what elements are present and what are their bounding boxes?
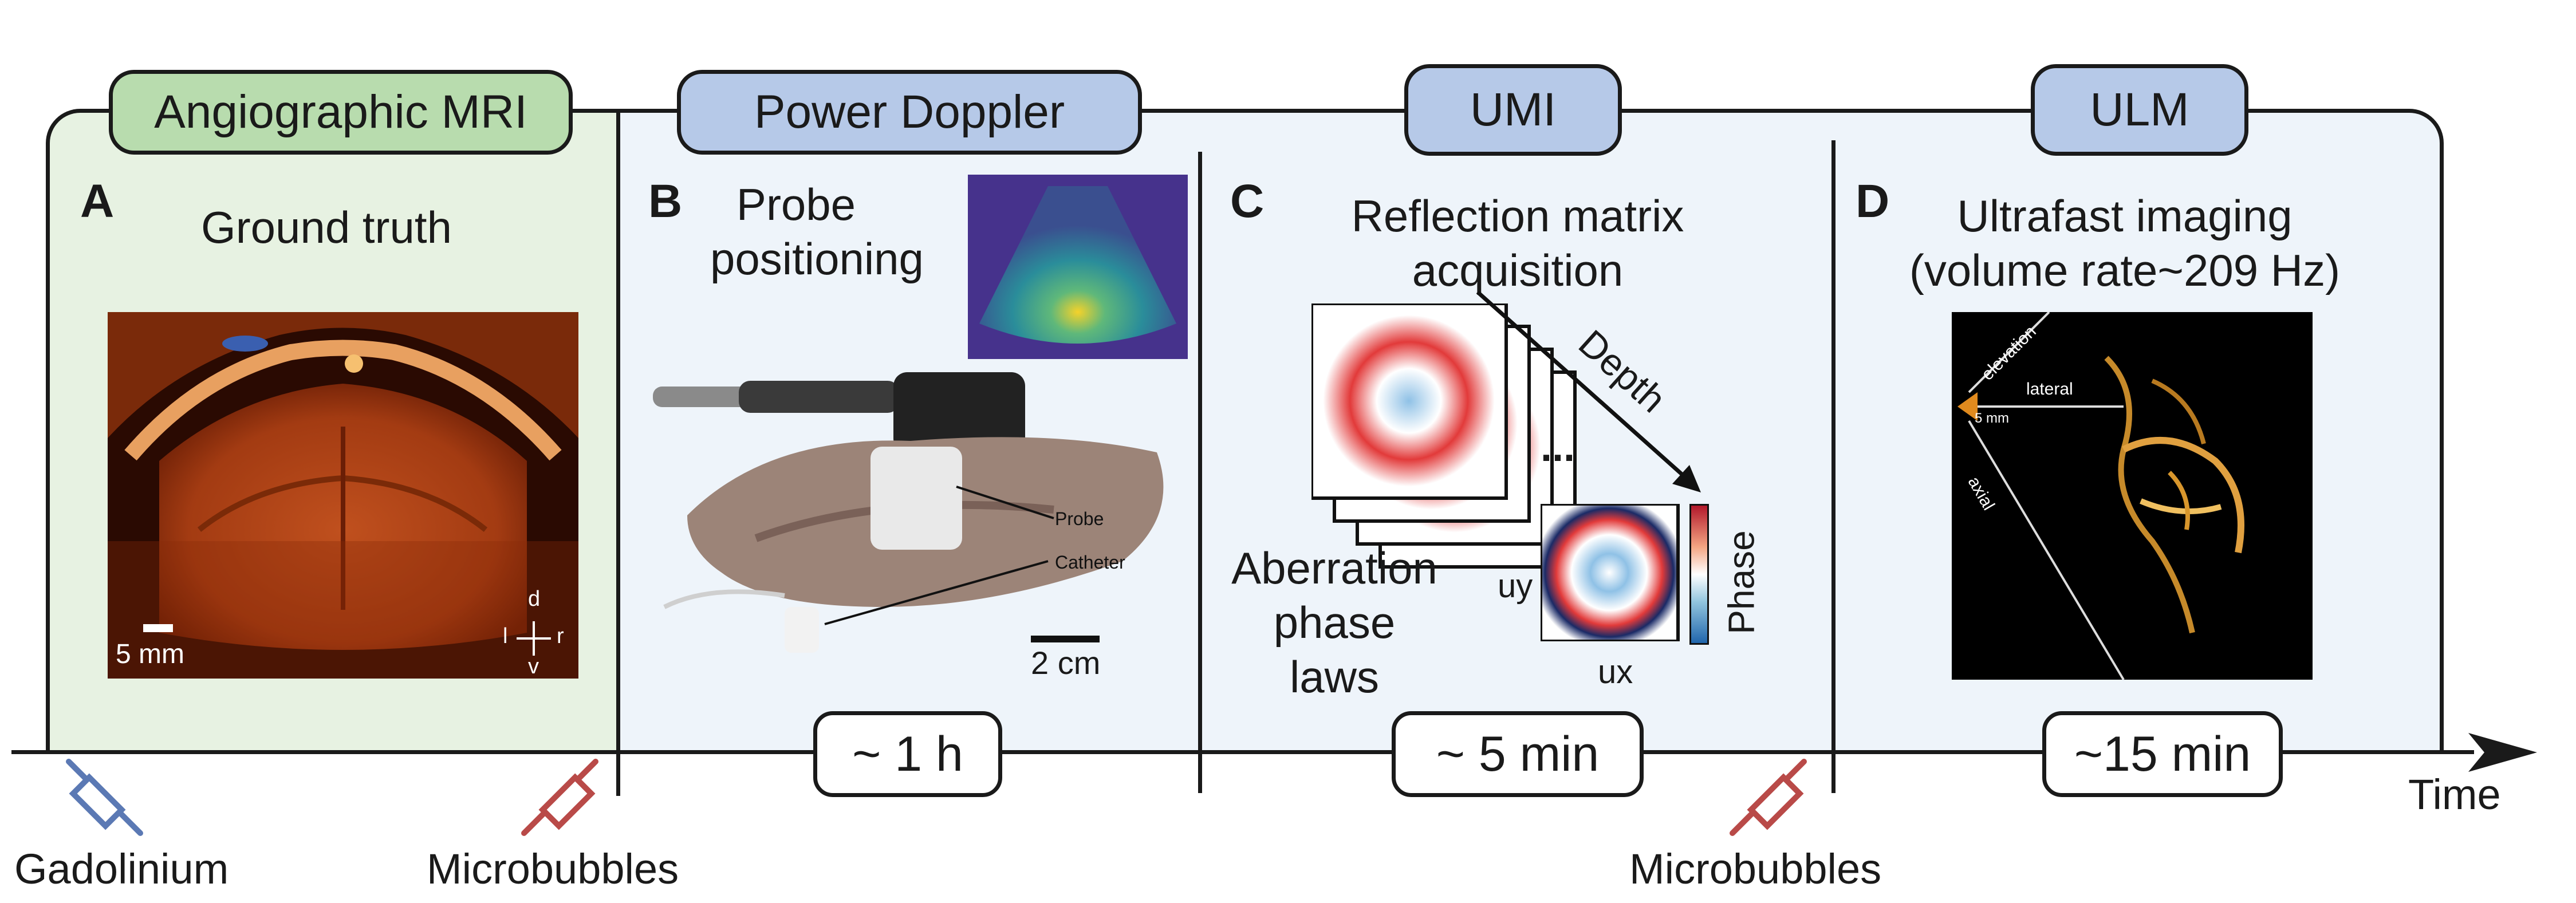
photo-scale-bar	[1031, 636, 1100, 642]
tag-power-doppler: Power Doppler	[677, 70, 1142, 155]
aberration-law-image	[1539, 502, 1689, 643]
timeline-arrowhead	[2468, 733, 2537, 775]
catheter-label: Catheter	[1055, 552, 1125, 573]
mri-scale-bar	[143, 624, 173, 632]
ux-label: ux	[1598, 653, 1633, 691]
stack-ellipsis: ...	[1541, 424, 1575, 470]
panel-a-title: Ground truth	[201, 202, 452, 253]
mri-image: 5 mm d l r v	[108, 312, 578, 679]
mri-scale-label: 5 mm	[116, 639, 184, 669]
photo-scale-label: 2 cm	[1031, 645, 1101, 681]
injection-label-microbubbles-1: Microbubbles	[427, 845, 679, 893]
tag-umi: UMI	[1404, 64, 1622, 156]
orient-l-label: l	[503, 624, 508, 648]
syringe-icon	[1724, 756, 1810, 845]
reflection-matrix-stack	[1310, 302, 1586, 573]
duration-doppler: ~ 1 h	[813, 711, 1002, 797]
ulm-lateral-label: lateral	[2026, 380, 2073, 399]
phase-label: Phase	[1720, 530, 1762, 634]
panel-d-title-line1: Ultrafast imaging	[1957, 191, 2293, 241]
duration-ulm: ~15 min	[2042, 711, 2283, 797]
timeline-axis-label: Time	[2408, 771, 2501, 818]
separator-c-d	[1831, 140, 1836, 793]
panel-c-letter: C	[1230, 175, 1265, 227]
timeline-axis	[11, 750, 2474, 754]
phase-colorbar	[1689, 504, 1709, 645]
injection-label-microbubbles-2: Microbubbles	[1629, 845, 1882, 893]
injection-label-gadolinium: Gadolinium	[14, 845, 229, 893]
ulm-image: elevation lateral 5 mm axial	[1952, 311, 2313, 681]
tag-angiographic-mri: Angiographic MRI	[109, 70, 573, 155]
panel-a-letter: A	[80, 175, 115, 227]
syringe-icon	[515, 756, 601, 845]
syringe-icon	[63, 756, 149, 845]
uy-label: uy	[1498, 567, 1533, 605]
orient-d-label: d	[528, 587, 541, 611]
orient-v-label: v	[528, 654, 539, 679]
panel-c-subtitle: Aberration phase laws	[1231, 543, 1437, 703]
panel-b-letter: B	[648, 175, 683, 227]
panel-c-title: Reflection matrix acquisition	[1351, 191, 1684, 296]
tag-ulm: ULM	[2031, 64, 2248, 156]
separator-a-b	[616, 109, 620, 796]
orientation-cross-horizontal	[517, 637, 551, 640]
doppler-image	[968, 175, 1188, 359]
panel-b-title: Probe positioning	[710, 179, 924, 285]
probe-photo: Probe Catheter 2 cm	[653, 366, 1197, 681]
panel-d-letter: D	[1856, 175, 1890, 227]
orient-r-label: r	[557, 624, 564, 648]
ulm-scale-label: 5 mm	[1975, 411, 2009, 426]
duration-umi: ~ 5 min	[1392, 711, 1644, 797]
depth-arrow	[1472, 286, 1712, 504]
probe-label: Probe	[1055, 508, 1104, 529]
panel-d-title-line2: (volume rate~209 Hz)	[1909, 245, 2341, 295]
separator-b-c	[1198, 152, 1202, 793]
